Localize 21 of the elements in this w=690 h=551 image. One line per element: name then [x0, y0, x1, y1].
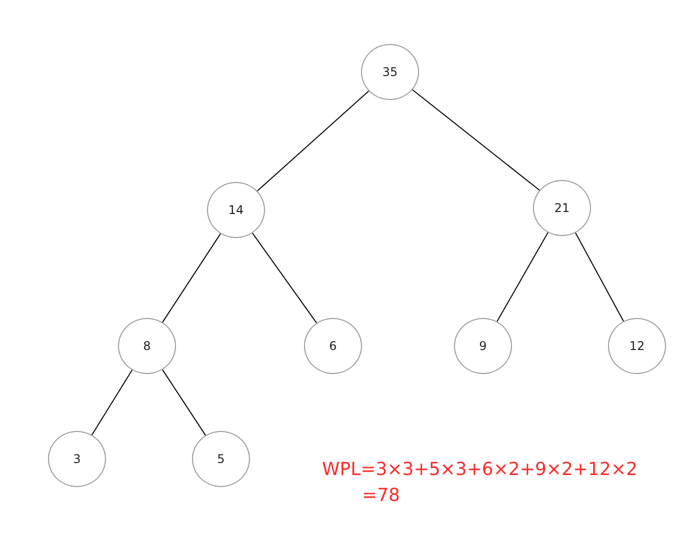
connector-line [162, 369, 206, 436]
node-value: 3 [73, 452, 81, 466]
node-value: 5 [217, 452, 225, 466]
node-value: 9 [479, 339, 487, 353]
node-value: 6 [329, 339, 337, 353]
connector-line [496, 232, 548, 322]
connector-line [252, 232, 318, 324]
node-value: 35 [382, 65, 398, 79]
connector-line [91, 370, 133, 436]
node-value: 12 [629, 339, 645, 353]
formula-text: =78 [362, 485, 400, 506]
node-value: 14 [228, 203, 244, 217]
node-value: 21 [554, 201, 570, 215]
connector-line [256, 90, 370, 192]
connector-line [574, 232, 624, 322]
node-value: 8 [143, 339, 151, 353]
tree-node-circle [361, 44, 419, 100]
formula-text: WPL=3×3+5×3+6×2+9×2+12×2 [322, 459, 638, 480]
connector-line [412, 89, 540, 191]
tree-node-circle [207, 182, 265, 238]
connector-line [162, 233, 221, 323]
